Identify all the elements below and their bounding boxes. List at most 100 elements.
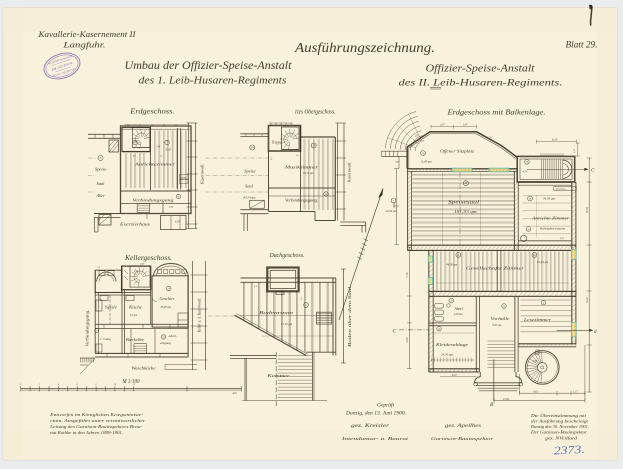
svg-text:d: d: [594, 330, 597, 335]
svg-text:Offizier-Speise-Anstalt: Offizier-Speise-Anstalt: [426, 64, 536, 75]
svg-text:17,10 qm: 17,10 qm: [281, 322, 293, 327]
svg-text:Bodenraum: Bodenraum: [259, 310, 293, 315]
svg-text:des II. Leib-Husaren-Regiment: des II. Leib-Husaren-Regiments.: [399, 79, 563, 89]
svg-text:35,87 qm: 35,87 qm: [161, 306, 171, 309]
svg-text:17: 17: [167, 287, 170, 290]
svg-text:1,4: 1,4: [97, 266, 101, 269]
svg-text:12: 12: [133, 384, 136, 386]
svg-text:Blatt 29.: Blatt 29.: [566, 40, 598, 50]
svg-text:Lesezimmer: Lesezimmer: [523, 317, 552, 322]
svg-text:Kleiderraum: Kleiderraum: [539, 227, 566, 231]
svg-text:7,10: 7,10: [406, 272, 409, 277]
svg-text:Gesellschafts Zimmer: Gesellschafts Zimmer: [466, 266, 524, 271]
svg-text:5,47: 5,47: [463, 124, 468, 127]
svg-text:Geschirr: Geschirr: [160, 296, 175, 301]
svg-text:Keller u. d. Kasernwall.: Keller u. d. Kasernwall.: [198, 298, 202, 334]
svg-text:Verbindungsgang: Verbindungsgang: [133, 198, 174, 203]
svg-text:Offener Sitzplatz: Offener Sitzplatz: [440, 148, 474, 153]
svg-text:Kasernwall.: Kasernwall.: [347, 162, 352, 183]
svg-text:4,50: 4,50: [134, 270, 139, 273]
svg-text:Bierkeller: Bierkeller: [126, 338, 145, 342]
svg-text:Kavallerie-Kasernement II: Kavallerie-Kasernement II: [37, 29, 136, 39]
svg-text:Erdgeschoss mit Balkenlage.: Erdgeschoss mit Balkenlage.: [446, 109, 546, 117]
svg-text:5,2: 5,2: [296, 155, 300, 157]
svg-text:1a: 1a: [503, 306, 506, 308]
svg-text:101,93 qm.: 101,93 qm.: [454, 210, 478, 215]
svg-text:1tes Obergeschoss.: 1tes Obergeschoss.: [295, 109, 336, 116]
svg-text:nat Rothke in den Jahren 1899-: nat Rothke in den Jahren 1899-1901.: [50, 430, 123, 435]
svg-text:1,35: 1,35: [573, 148, 576, 153]
svg-text:Langfuhr.: Langfuhr.: [62, 40, 105, 50]
svg-text:2,60: 2,60: [140, 263, 145, 266]
svg-text:Erdgeschoss.: Erdgeschoss.: [129, 108, 174, 116]
svg-text:6,31: 6,31: [560, 237, 564, 240]
svg-text:19: 19: [526, 161, 529, 164]
svg-text:C: C: [591, 167, 595, 173]
svg-text:B: B: [490, 402, 494, 408]
svg-text:6: 6: [77, 384, 79, 386]
svg-text:rium. Ausgeführt unter verant: rium. Ausgeführt unter verantwortlicher: [50, 418, 146, 423]
svg-text:2,5: 2,5: [254, 286, 258, 288]
svg-text:eingang: eingang: [160, 341, 171, 345]
svg-text:10: 10: [533, 254, 536, 257]
svg-text:Ausführungszeichnung.: Ausführungszeichnung.: [294, 41, 435, 56]
svg-text:C: C: [393, 329, 397, 335]
svg-text:12: 12: [536, 351, 539, 354]
svg-text:Kellergeschoss.: Kellergeschoss.: [124, 254, 172, 262]
svg-text:8,70: 8,70: [585, 207, 590, 213]
svg-text:2: 2: [39, 384, 41, 386]
svg-text:Aufzug: Aufzug: [180, 176, 186, 179]
svg-text:gez. NVeillard: gez. NVeillard: [545, 437, 577, 441]
svg-text:24: 24: [529, 197, 532, 200]
svg-text:8: 8: [96, 384, 98, 386]
svg-text:Exerzierhaus: Exerzierhaus: [119, 222, 151, 227]
svg-text:2: 2: [393, 199, 395, 202]
svg-text:2,0: 2,0: [271, 156, 273, 160]
svg-text:14: 14: [251, 146, 255, 150]
svg-text:0,80: 0,80: [169, 206, 174, 209]
svg-text:1. Gang: 1. Gang: [100, 337, 111, 341]
svg-text:Dachgeschoss.: Dachgeschoss.: [269, 252, 305, 259]
svg-text:2373.: 2373.: [554, 444, 586, 458]
svg-text:Leitung des Garnison-Bauinspek: Leitung des Garnison-Bauinspektors Brau-: [49, 424, 143, 429]
svg-text:Boden über dem Saal.: Boden über dem Saal.: [347, 285, 352, 347]
svg-text:9,43: 9,43: [586, 297, 589, 302]
svg-text:0: 0: [20, 384, 22, 386]
svg-text:15,04: 15,04: [503, 398, 510, 401]
svg-text:Waschküche: Waschküche: [132, 366, 156, 371]
svg-text:Apothekerz.: Apothekerz.: [554, 188, 567, 191]
svg-text:23: 23: [438, 328, 441, 331]
svg-text:Musikzimmer: Musikzimmer: [284, 165, 319, 170]
svg-text:15: 15: [312, 144, 316, 148]
svg-text:4,50: 4,50: [406, 337, 409, 342]
svg-text:Speisesaal: Speisesaal: [448, 200, 480, 206]
svg-text:6: 6: [96, 329, 98, 332]
svg-text:Anrichtezimmer: Anrichtezimmer: [134, 162, 176, 167]
svg-text:Alter: Alter: [96, 193, 106, 198]
svg-text:Abort: Abort: [454, 307, 464, 311]
svg-text:Verbindungsgang.: Verbindungsgang.: [285, 198, 318, 203]
svg-text:4,61: 4,61: [533, 390, 538, 393]
svg-text:6,95 qm: 6,95 qm: [493, 324, 502, 327]
svg-text:4: 4: [58, 383, 60, 386]
svg-text:20: 20: [465, 182, 468, 185]
svg-text:7: 7: [166, 141, 168, 144]
svg-text:Speise: Speise: [244, 169, 255, 174]
svg-text:der Ausführung bescheinigt: der Ausführung bescheinigt: [531, 420, 589, 424]
svg-text:4,50 qm: 4,50 qm: [454, 313, 463, 316]
svg-text:10: 10: [114, 384, 117, 386]
svg-text:34,50 qm.: 34,50 qm.: [441, 353, 454, 358]
svg-text:Verbindungsgang.: Verbindungsgang.: [85, 310, 90, 347]
svg-text:M 1:100: M 1:100: [122, 379, 140, 385]
svg-text:Küche: Küche: [128, 305, 143, 310]
svg-text:4,07: 4,07: [414, 133, 420, 138]
svg-text:18: 18: [450, 300, 453, 303]
svg-text:85,54 qm: 85,54 qm: [244, 196, 257, 201]
svg-text:5,2: 5,2: [160, 156, 164, 158]
svg-text:22: 22: [457, 254, 460, 257]
svg-text:0,5: 0,5: [133, 156, 137, 158]
svg-text:Danzig den 30. November 1901.: Danzig den 30. November 1901.: [530, 425, 589, 429]
svg-text:8,92: 8,92: [393, 202, 396, 207]
svg-text:2,47: 2,47: [440, 124, 445, 127]
svg-text:31,04 qm: 31,04 qm: [537, 260, 549, 265]
